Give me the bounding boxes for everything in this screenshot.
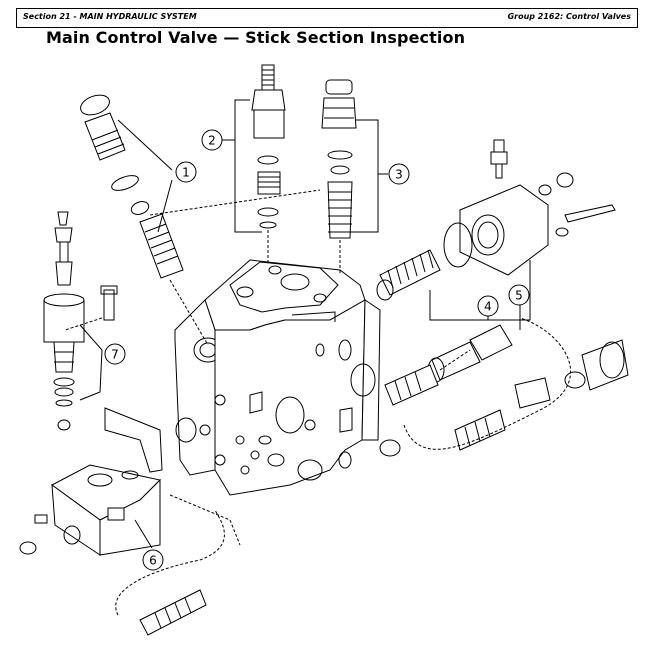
- callout-6-label: 6: [149, 554, 157, 568]
- manifold-block-6: [19, 407, 163, 556]
- o-rings: [175, 417, 352, 469]
- valve-body: [174, 259, 381, 496]
- callout-leaders: [79, 99, 531, 549]
- section-label: Section 21 - MAIN HYDRAULIC SYSTEM: [23, 12, 197, 21]
- callout-4: [477, 295, 499, 317]
- group-label: Group 2162: Control Valves: [507, 12, 631, 21]
- end-cap-4: [376, 139, 616, 301]
- page-title: Main Control Valve — Stick Section Inspe…: [46, 28, 466, 47]
- callout-5: [508, 284, 530, 306]
- callout-4-label: 4: [484, 300, 492, 314]
- solenoid-7: [43, 211, 118, 431]
- callout-1-label: 1: [182, 166, 190, 180]
- spool-path-line: [403, 317, 572, 450]
- callout-2-label: 2: [208, 134, 216, 148]
- callout-1: [175, 161, 197, 183]
- check-valve-3: [321, 79, 357, 275]
- callout-7-label: 7: [111, 348, 119, 362]
- callout-3: [388, 163, 410, 185]
- callout-7: [104, 343, 126, 365]
- callout-6: [142, 549, 164, 571]
- relief-valve-1: [80, 94, 209, 346]
- lower-cartridge: [115, 494, 241, 636]
- page-header: Section 21 - MAIN HYDRAULIC SYSTEM Group…: [16, 8, 638, 28]
- callout-5-label: 5: [515, 289, 523, 303]
- cartridge-2: [251, 64, 286, 262]
- callout-3-label: 3: [395, 168, 403, 182]
- callout-2: [201, 129, 223, 151]
- spool-5: [350, 324, 629, 457]
